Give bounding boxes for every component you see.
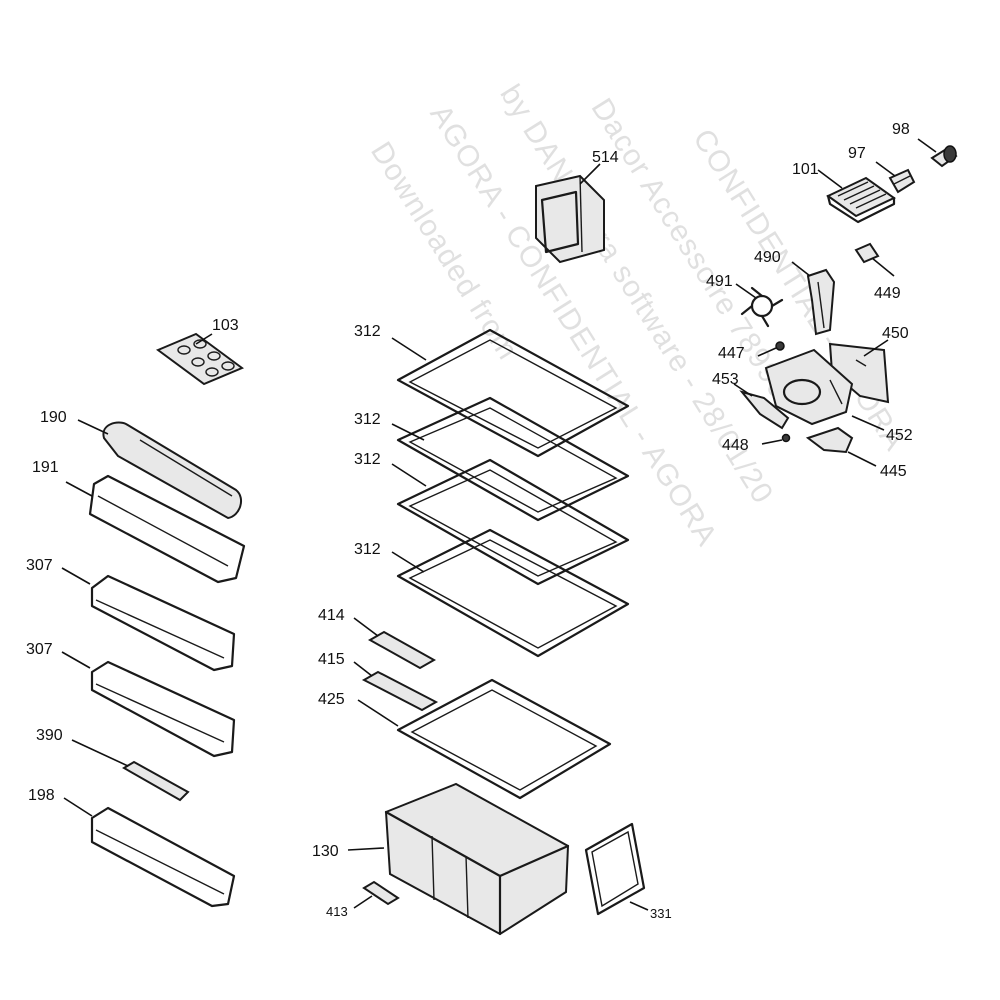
callout-198: 198 — [28, 787, 55, 804]
part-312-shelf-1[interactable] — [396, 328, 630, 458]
callout-490: 490 — [754, 249, 781, 266]
callout-449: 449 — [874, 285, 901, 302]
part-331-gasket[interactable] — [584, 822, 646, 916]
callout-312-a: 312 — [354, 323, 381, 340]
callout-312-d: 312 — [354, 541, 381, 558]
callout-415: 415 — [318, 651, 345, 668]
part-491-fan[interactable] — [740, 286, 784, 328]
part-198-bottle-bin[interactable] — [90, 806, 236, 908]
callout-448: 448 — [722, 437, 749, 454]
callout-491: 491 — [706, 273, 733, 290]
watermark-line-1: Downloaded from — [364, 136, 525, 366]
callout-130: 130 — [312, 843, 339, 860]
callout-331: 331 — [650, 906, 672, 921]
part-190-dairy-cover[interactable] — [102, 421, 243, 520]
part-425-crisper-cover[interactable] — [396, 678, 612, 800]
part-307-door-bin-b[interactable] — [90, 660, 236, 758]
part-312-shelf-3[interactable] — [396, 458, 630, 586]
callout-307-a: 307 — [26, 557, 53, 574]
part-448-screw[interactable] — [781, 433, 791, 443]
part-101-lamp-cover[interactable] — [826, 176, 896, 224]
part-97-socket[interactable] — [888, 168, 916, 194]
callout-103: 103 — [212, 317, 239, 334]
callout-98: 98 — [892, 121, 910, 138]
callout-312-b: 312 — [354, 411, 381, 428]
callout-307-b: 307 — [26, 641, 53, 658]
part-390-trim[interactable] — [122, 760, 190, 802]
callout-450: 450 — [882, 325, 909, 342]
part-413-label-strip[interactable] — [362, 880, 400, 906]
part-452-fan-housing[interactable] — [764, 348, 854, 426]
part-445-seal[interactable] — [805, 426, 854, 454]
part-98-bulb[interactable] — [930, 145, 958, 168]
callout-447: 447 — [718, 345, 745, 362]
callout-191: 191 — [32, 459, 59, 476]
callout-425: 425 — [318, 691, 345, 708]
callout-101: 101 — [792, 161, 819, 178]
callout-414: 414 — [318, 607, 345, 624]
part-307-door-bin-a[interactable] — [90, 574, 236, 672]
callout-312-c: 312 — [354, 451, 381, 468]
callout-390: 390 — [36, 727, 63, 744]
part-130-crisper-drawer[interactable] — [384, 782, 570, 936]
callout-453: 453 — [712, 371, 739, 388]
callout-97: 97 — [848, 145, 866, 162]
part-453-duct[interactable] — [739, 390, 790, 430]
part-312-shelf-2[interactable] — [396, 396, 630, 522]
part-415-rail[interactable] — [361, 670, 439, 712]
callout-413: 413 — [326, 904, 348, 919]
callout-190: 190 — [40, 409, 67, 426]
part-191-dairy-bin[interactable] — [88, 474, 246, 584]
callout-445: 445 — [880, 463, 907, 480]
part-103-egg-tray[interactable] — [155, 332, 245, 386]
part-490-bracket[interactable] — [806, 268, 836, 336]
part-414-rail[interactable] — [367, 630, 437, 670]
callout-452: 452 — [886, 427, 913, 444]
part-447-screw[interactable] — [775, 341, 785, 351]
callout-514: 514 — [592, 149, 619, 166]
part-312-shelf-4[interactable] — [396, 528, 630, 658]
part-514-control-box[interactable] — [535, 174, 605, 264]
